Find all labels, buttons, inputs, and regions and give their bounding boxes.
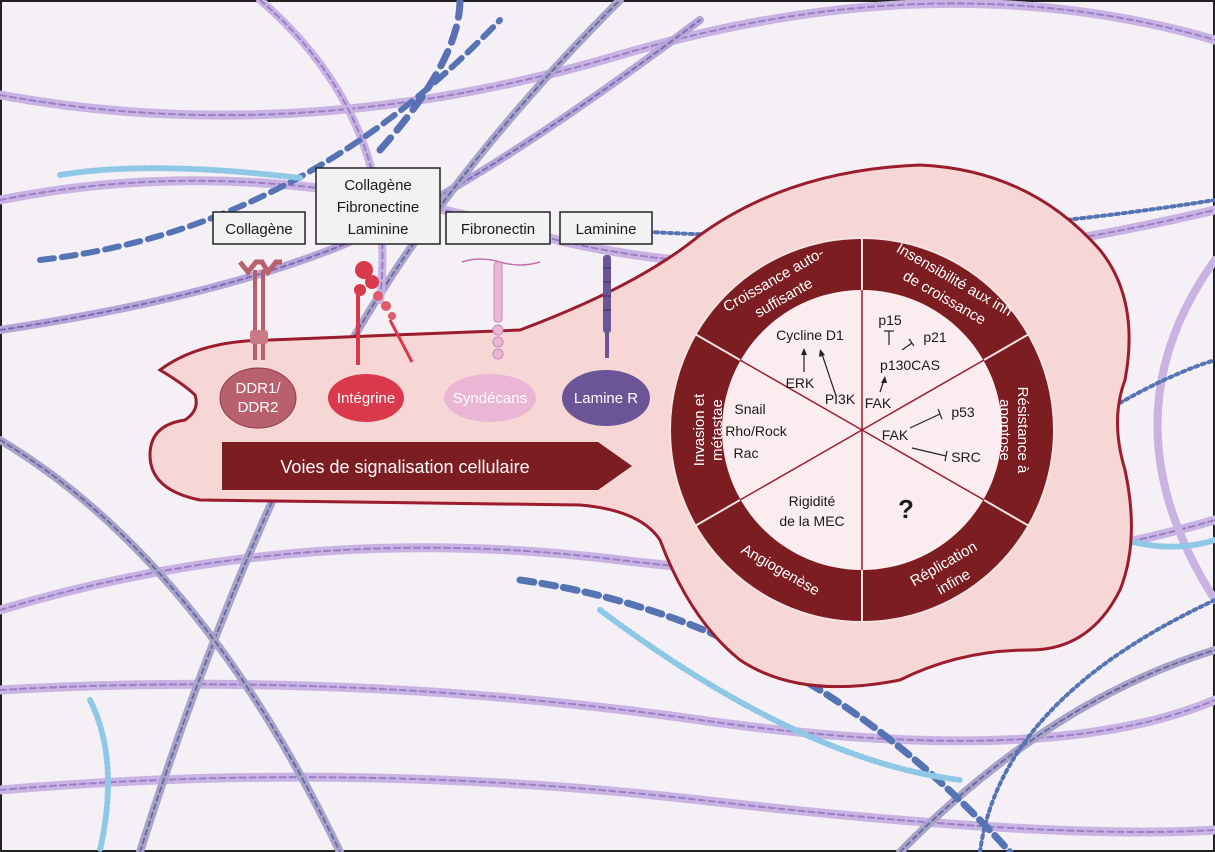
hallmark-resistance-line2: apoptose — [996, 399, 1013, 461]
inner-unknown: ? — [898, 494, 914, 524]
receptor-integrine — [328, 374, 404, 422]
ligand-multi-line2: Fibronectine — [337, 199, 420, 216]
ligand-box-multi — [315, 167, 441, 245]
receptor-ddr-line1: DDR1/ — [235, 380, 281, 397]
receptor-lamine-r-label: Lamine R — [574, 390, 638, 407]
ligand-multi-line1: Collagène — [344, 177, 412, 194]
inner-rho-rock: Rho/Rock — [725, 423, 787, 439]
signaling-arrow-label: Voies de signalisation cellulaire — [280, 457, 529, 477]
ligand-box-laminine — [559, 211, 653, 245]
inner-rigidite-line1: Rigidité — [789, 493, 836, 509]
inner-rigidite-line2: de la MEC — [779, 513, 844, 529]
hallmark-invasion-line1: Invasion et — [691, 393, 708, 466]
ligand-laminine-label: Laminine — [576, 221, 637, 238]
lamine-r-receptor-icon — [603, 255, 611, 358]
ligand-multi-line3: Laminine — [348, 221, 409, 238]
ligand-boxes: Collagène Collagène Fibronectine Laminin… — [212, 167, 653, 245]
receptor-ddr-line2: DDR2 — [238, 399, 279, 416]
ligand-collagene-label: Collagène — [225, 221, 293, 238]
inner-fak-mid: FAK — [882, 427, 909, 443]
receptor-integrine-label: Intégrine — [337, 390, 395, 407]
inner-pi3k: PI3K — [825, 391, 856, 407]
receptor-lamine-r — [562, 370, 650, 426]
inner-rac: Rac — [734, 445, 759, 461]
hallmark-invasion-line2: métastae — [709, 399, 726, 461]
inner-fak-top: FAK — [865, 395, 892, 411]
ligand-box-fibronectin — [445, 211, 551, 245]
ligand-fibronectin-label: Fibronectin — [461, 221, 535, 238]
inner-src: SRC — [951, 449, 981, 465]
inner-erk: ERK — [786, 375, 815, 391]
receptor-ellipses: DDR1/ DDR2 Intégrine Syndécans Lamine R — [219, 367, 650, 429]
inner-p21: p21 — [923, 329, 947, 345]
syndecan-receptor-icon — [461, 258, 541, 360]
inner-p130cas: p130CAS — [880, 357, 940, 373]
hallmarks-wheel: Croissance auto- suffisante Insensibilit… — [669, 237, 1055, 623]
ddr-receptor-icon — [238, 259, 282, 360]
ligand-box-collagene — [212, 211, 306, 245]
receptor-syndecans-label: Syndécans — [453, 390, 527, 407]
signaling-arrow — [222, 442, 632, 490]
inner-p53: p53 — [951, 404, 975, 420]
inner-snail: Snail — [734, 401, 765, 417]
inner-cycline: Cycline D1 — [776, 327, 844, 343]
receptor-syndecans — [444, 374, 536, 422]
integrine-receptor-icon — [354, 261, 414, 365]
hallmark-resistance-line1: Résistance à — [1014, 387, 1031, 474]
inner-p15: p15 — [878, 312, 902, 328]
receptor-ddr — [219, 367, 297, 429]
